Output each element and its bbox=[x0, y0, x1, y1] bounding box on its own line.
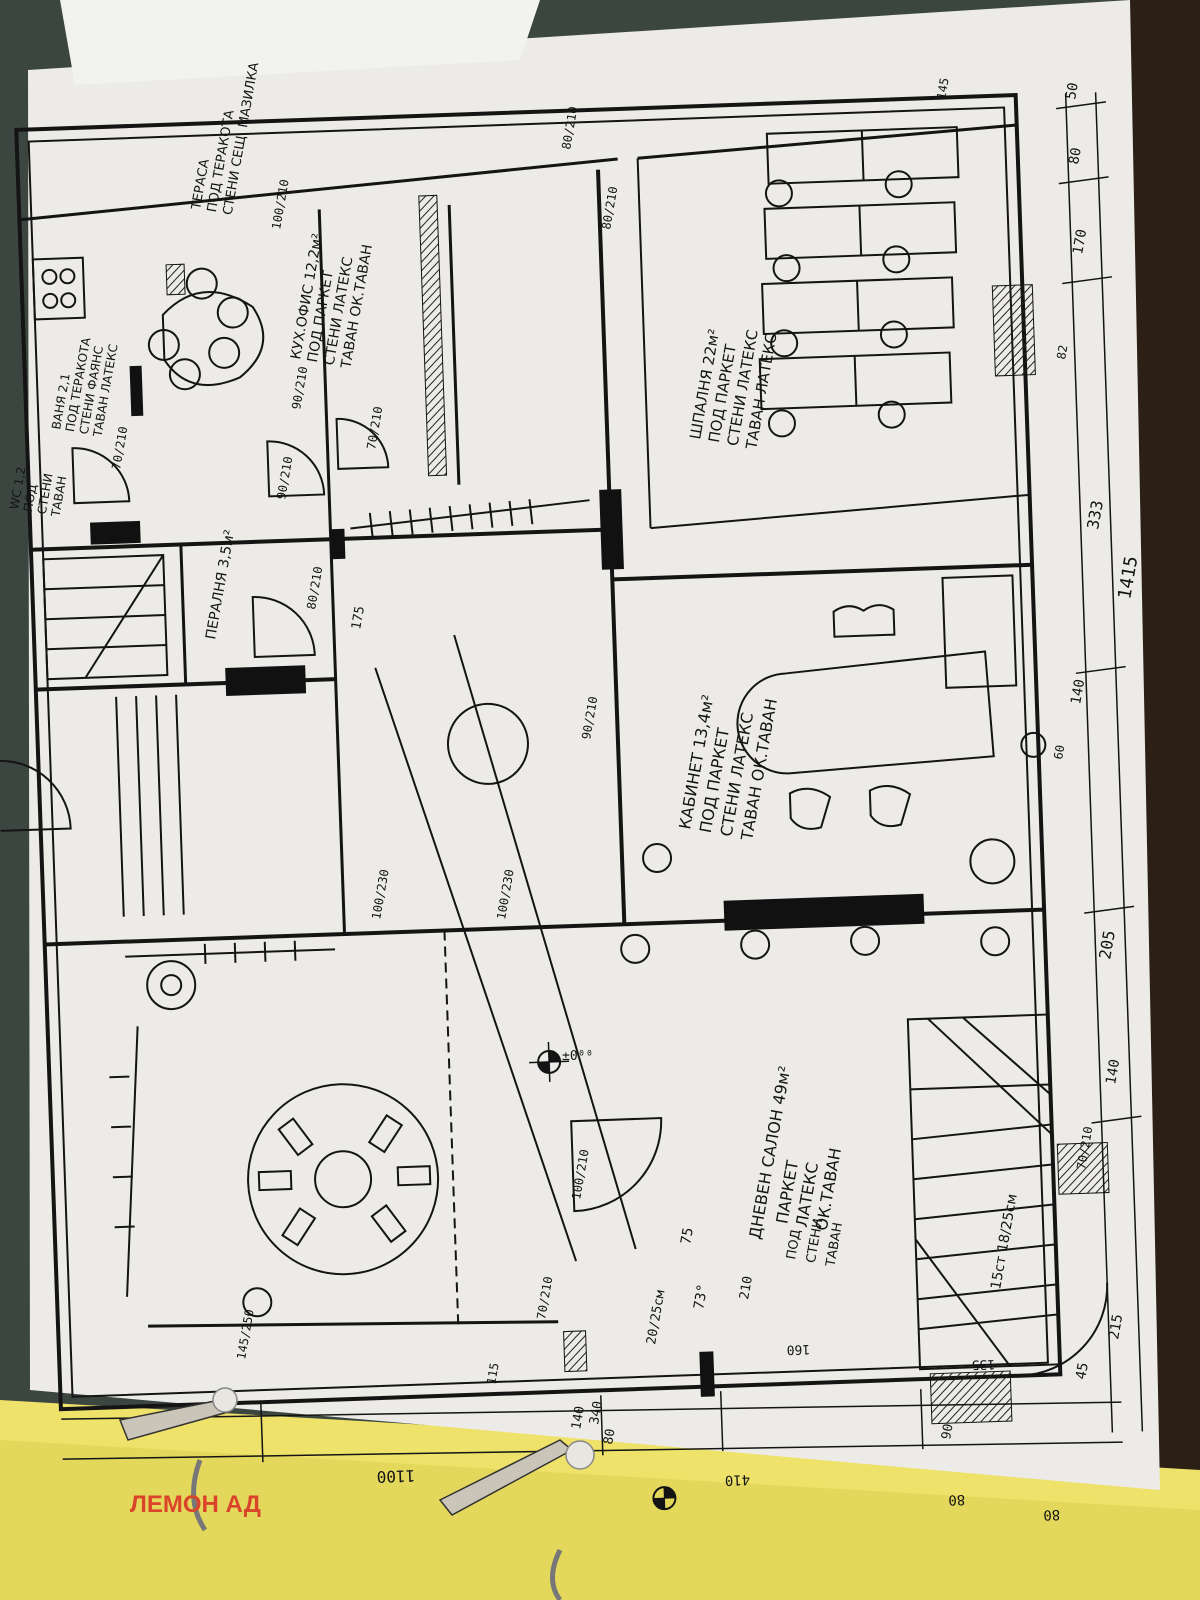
solid-wall-segment bbox=[723, 893, 925, 931]
dim-135: 135 bbox=[971, 1356, 995, 1372]
level-marker-icon bbox=[652, 1486, 677, 1511]
dim-82: 82 bbox=[1054, 344, 1070, 361]
dim-175: 175 bbox=[349, 605, 368, 631]
dim-140: 140 bbox=[1068, 678, 1088, 706]
dining-table bbox=[247, 1083, 440, 1276]
dim-340: 340 bbox=[587, 1400, 606, 1426]
dim-210: 210 bbox=[737, 1275, 756, 1301]
dim-80: 80 bbox=[1066, 146, 1085, 165]
binder-clip bbox=[438, 1439, 595, 1516]
level-label: ±0⁰⁰ bbox=[562, 1049, 593, 1064]
dim-140b: 140 bbox=[1103, 1058, 1123, 1086]
dim-90-bottom: 90 bbox=[939, 1423, 956, 1441]
binder-clip bbox=[118, 1387, 238, 1441]
dim-73: 73° bbox=[691, 1283, 711, 1311]
dim-115: 115 bbox=[484, 1362, 502, 1386]
paper-top-flap bbox=[60, 0, 540, 85]
hall-round-table bbox=[446, 702, 529, 785]
office-furniture bbox=[642, 574, 1047, 885]
bed-group bbox=[758, 126, 960, 438]
left-staircase bbox=[42, 554, 185, 917]
salon-staircase bbox=[906, 1013, 1062, 1371]
dim-80c: 80 bbox=[1043, 1506, 1060, 1523]
dim-160: 160 bbox=[786, 1341, 810, 1357]
dimension-labels: 1415 333 205 170 80 50 140 60 82 140 215… bbox=[109, 77, 1142, 1523]
dim-75: 75 bbox=[678, 1226, 697, 1245]
paper-sheet bbox=[28, 0, 1160, 1490]
plan-drawing bbox=[0, 92, 1144, 1511]
hatched-wall bbox=[418, 194, 448, 477]
dim-60: 60 bbox=[1051, 744, 1067, 761]
folder-ring bbox=[191, 1459, 563, 1600]
level-marker-icon bbox=[529, 1041, 570, 1082]
door-swings bbox=[0, 417, 1109, 1377]
dim-1100: 1100 bbox=[376, 1466, 415, 1486]
dim-170: 170 bbox=[1070, 228, 1090, 256]
dim-50: 50 bbox=[1063, 81, 1082, 100]
dim-145-top: 145 bbox=[934, 77, 952, 101]
dim-140-small: 140 bbox=[569, 1405, 588, 1431]
wall-corridor-top bbox=[30, 527, 611, 552]
dim-410: 410 bbox=[725, 1471, 751, 1488]
dim-333: 333 bbox=[1083, 499, 1107, 531]
dim-45: 45 bbox=[1073, 1361, 1092, 1380]
wardrobe-marks bbox=[109, 499, 590, 1297]
dim-80b: 80 bbox=[948, 1491, 965, 1508]
watermark: ЛЕМОН АД bbox=[130, 1491, 261, 1518]
dim-215: 215 bbox=[1106, 1313, 1126, 1341]
wall-office-top bbox=[612, 562, 1033, 582]
dim-205: 205 bbox=[1095, 929, 1119, 961]
dim-80-small: 80 bbox=[601, 1428, 618, 1446]
kitchen-furniture bbox=[31, 256, 265, 391]
ceiling-lights bbox=[146, 925, 1011, 1318]
